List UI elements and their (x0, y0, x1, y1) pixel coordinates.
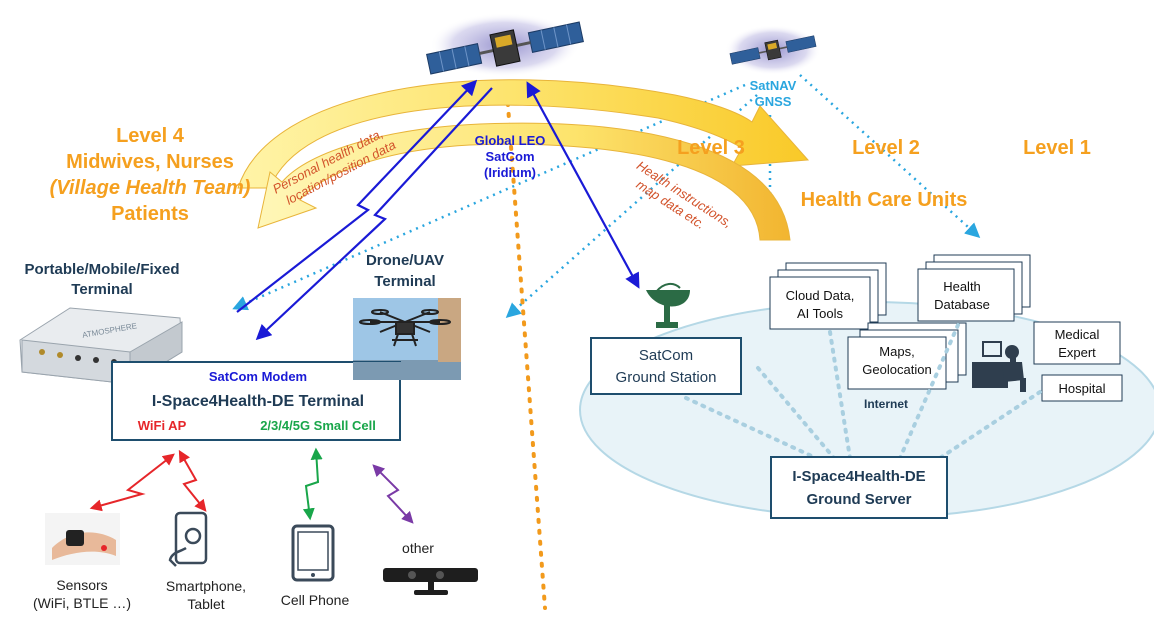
drone-heading-1: Drone/UAV (366, 252, 444, 269)
cloud-data-card: Cloud Data, AI Tools (769, 262, 887, 330)
smartphone-wireless-link (178, 449, 207, 512)
wifi-ap-label: WiFi AP (138, 418, 187, 433)
hospital-label: Hospital (1059, 381, 1106, 396)
drone-icon (359, 309, 451, 347)
sensors-label-2: (WiFi, BTLE …) (33, 595, 131, 611)
smartphone-label-1: Smartphone, (166, 578, 246, 594)
satcom-label-line2: SatCom (485, 149, 534, 164)
satcom-modem-label: SatCom Modem (209, 369, 307, 384)
satcom-label-line1: Global LEO (475, 133, 546, 148)
medical-expert-box (1033, 321, 1121, 365)
other-label: other (402, 540, 434, 556)
medical-expert-line1: Medical (1055, 327, 1100, 342)
sensor-wireless-link (89, 453, 175, 512)
portable-terminal-heading-1: Portable/Mobile/Fixed (24, 261, 179, 278)
satcom-link-terminal-down (255, 87, 493, 341)
cell-phone-icon (291, 524, 335, 582)
cloud-data-line2: AI Tools (797, 306, 844, 321)
leo-satellite (426, 13, 584, 77)
gnss-link-terminal (232, 83, 746, 311)
gnss-links (232, 74, 981, 318)
level-1-label: Level 1 (1023, 137, 1091, 159)
internet-links (684, 323, 1042, 460)
small-cell-label: 2/3/4/5G Small Cell (260, 418, 376, 433)
ground-server-line1: I-Space4Health-DE (792, 468, 925, 485)
ground-server-line2: Ground Server (806, 491, 911, 508)
ground-station-line1: SatCom (639, 347, 693, 364)
cellphone-wireless-link (302, 447, 323, 521)
level-4-line1: Midwives, Nurses (66, 151, 234, 173)
smartphone-icon (168, 511, 208, 567)
terminal-name-label: I-Space4Health-DE Terminal (152, 393, 364, 410)
satcom-link-terminal-up (236, 79, 478, 313)
satcom-link-ground-station (526, 81, 640, 289)
level-4-line3: Patients (111, 203, 189, 225)
level-4-line2: (Village Health Team) (50, 177, 251, 199)
maps-line2: Geolocation (862, 362, 931, 377)
internet-label: Internet (864, 397, 908, 411)
level-separator-line (505, 90, 547, 610)
other-device-icon (383, 568, 478, 595)
satellite-dish-icon (646, 282, 690, 328)
sensor-photo (45, 513, 120, 565)
satcom-label-line3: (Iridium) (484, 165, 536, 180)
terminal-box (111, 361, 401, 441)
health-database-line1: Health (943, 279, 981, 294)
maps-card: Maps, Geolocation (847, 322, 967, 390)
satellite-icon (426, 21, 584, 75)
desk-worker-icon (972, 341, 1026, 392)
ground-station-box (590, 337, 742, 395)
gnss-satellite: SatNAV GNSS (725, 25, 821, 109)
medical-expert-line2: Expert (1058, 345, 1096, 360)
upstream-data-arrow (237, 79, 810, 189)
sensors-label-1: Sensors (56, 577, 107, 593)
ground-station-line2: Ground Station (616, 369, 717, 386)
satcom-links (236, 79, 640, 341)
hospital-box (1041, 374, 1123, 402)
portable-terminal-heading-2: Terminal (71, 281, 132, 298)
health-care-units-label: Health Care Units (801, 189, 968, 211)
level-2-label: Level 2 (852, 137, 920, 159)
gnss-link-level1 (799, 74, 981, 239)
maps-line1: Maps, (879, 344, 914, 359)
cloud-data-line1: Cloud Data, (786, 288, 855, 303)
level-3-label: Level 3 (677, 137, 745, 159)
health-database-line2: Database (934, 297, 990, 312)
satnav-label: SatNAV (750, 78, 797, 93)
drone-heading-2: Terminal (374, 273, 435, 290)
level-4-label: Level 4 (116, 125, 185, 147)
other-wireless-link (372, 464, 414, 524)
smartphone-label-2: Tablet (187, 596, 224, 612)
cellphone-label: Cell Phone (281, 592, 350, 608)
ground-server-box (770, 456, 948, 519)
drone-photo-overlap (353, 362, 461, 380)
gnss-label: GNSS (755, 94, 792, 109)
health-database-card: Health Database (917, 254, 1031, 322)
satellite-icon (729, 35, 817, 65)
